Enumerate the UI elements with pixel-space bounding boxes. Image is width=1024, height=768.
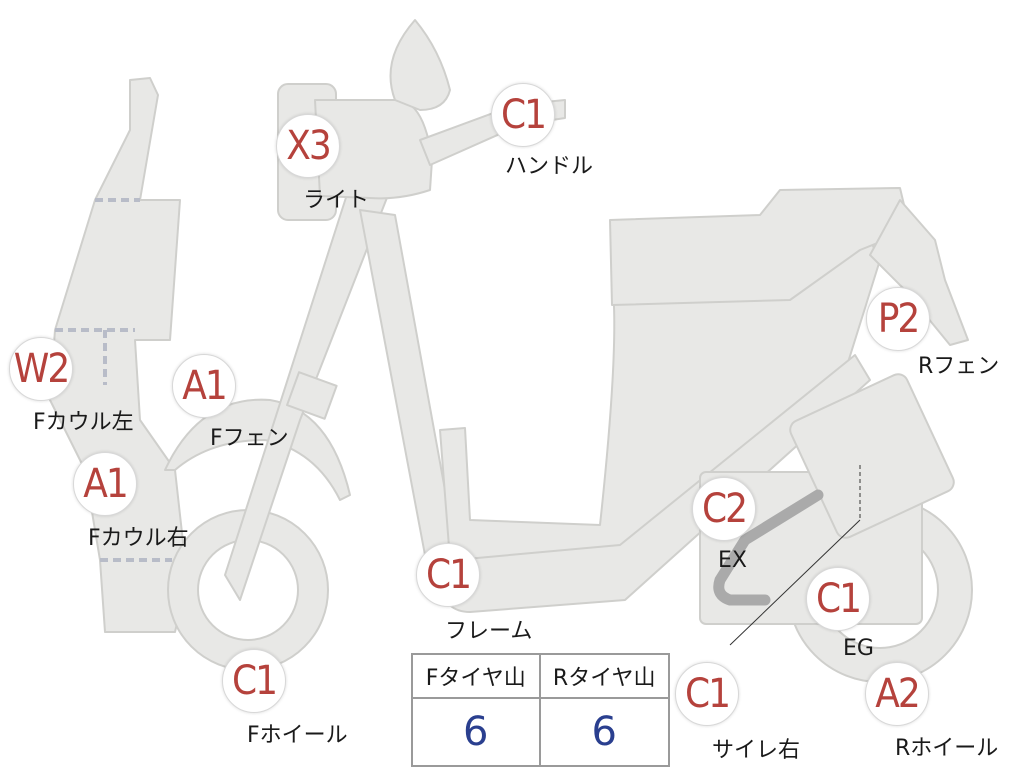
rear-tire-tread-value: 6 bbox=[591, 709, 617, 755]
frame-label: フレーム bbox=[445, 619, 533, 644]
frame-grade-badge: C1 bbox=[416, 543, 480, 607]
f-cowl-left-label: Fカウル左 bbox=[33, 410, 134, 435]
fork-collar-shape bbox=[286, 371, 338, 420]
rear-fender-shape bbox=[869, 199, 969, 346]
handle-label: ハンドル bbox=[505, 154, 594, 179]
silencer-right-grade-badge: C1 bbox=[675, 662, 739, 726]
silencer-right-label: サイレ右 bbox=[712, 738, 801, 763]
light-label: ライト bbox=[303, 188, 370, 213]
r-wheel-label: Rホイール bbox=[895, 736, 999, 761]
rear-tire-tread-header: Rタイヤ山 bbox=[540, 655, 668, 699]
muffler-shape bbox=[789, 373, 955, 539]
front-tire-tread-header: Fタイヤ山 bbox=[413, 655, 541, 699]
ex-grade-badge: C2 bbox=[692, 477, 756, 541]
tire-tread-table: Fタイヤ山 Rタイヤ山 6 6 bbox=[411, 653, 670, 767]
f-cowl-right-label: Fカウル右 bbox=[88, 526, 189, 551]
light-grade-badge: X3 bbox=[276, 114, 340, 178]
exhaust-pipe-shape bbox=[713, 489, 824, 606]
cowl-seam-middle bbox=[55, 328, 135, 385]
f-cowl-left-grade-badge: W2 bbox=[9, 337, 73, 401]
silencer-leader-line bbox=[729, 519, 861, 646]
r-fender-grade-badge: P2 bbox=[866, 287, 930, 351]
f-wheel-grade-badge: C1 bbox=[222, 649, 286, 713]
f-wheel-label: Fホイール bbox=[247, 723, 348, 748]
f-fender-grade-badge: A1 bbox=[172, 354, 236, 418]
eg-label: EG bbox=[843, 636, 874, 661]
handle-grade-badge: C1 bbox=[491, 83, 555, 147]
down-tube-shape bbox=[359, 209, 456, 556]
windscreen-shape bbox=[389, 19, 451, 111]
ex-label: EX bbox=[718, 548, 747, 573]
f-cowl-right-grade-badge: A1 bbox=[73, 452, 137, 516]
r-wheel-grade-badge: A2 bbox=[865, 662, 929, 726]
r-fender-label: Rフェン bbox=[918, 354, 1000, 379]
f-fender-label: Fフェン bbox=[210, 426, 289, 451]
eg-grade-badge: C1 bbox=[806, 567, 870, 631]
front-tire-tread-value: 6 bbox=[413, 699, 541, 765]
